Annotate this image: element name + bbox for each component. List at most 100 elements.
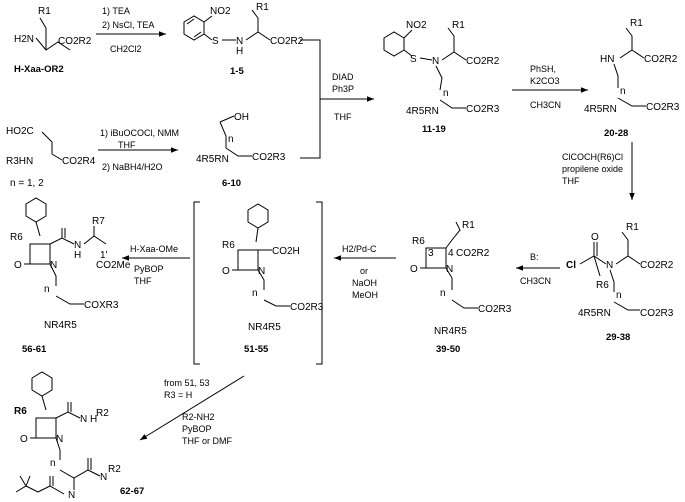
c1-no2: NO2 [210, 6, 231, 17]
co2r4-label: CO2R4 [62, 156, 96, 167]
c39-r6: R6 [412, 236, 425, 247]
c62-boc-nh: N [68, 490, 75, 501]
c29-n-sub: n [616, 290, 622, 301]
deprotect-cond-3: CH3CN [530, 100, 561, 110]
c11-no2: NO2 [406, 20, 427, 31]
c51-id: 51-55 [244, 344, 269, 355]
coupling2-arrow [139, 375, 245, 441]
c11-s: S [410, 54, 417, 65]
c51-nr4r5: NR4R5 [248, 322, 281, 333]
c62-nhr2a: N [80, 414, 87, 425]
coupling1-cond-2: PyBOP [134, 264, 164, 274]
c20-r4r5n: 4R5RN [584, 104, 617, 115]
c56-r7: R7 [92, 216, 105, 227]
c51-co2r3: CO2R3 [290, 302, 324, 313]
c6-co2r3: CO2R3 [252, 152, 286, 163]
c56-id: 56-61 [22, 344, 47, 355]
c20-hn: HN [600, 54, 614, 65]
bracket-right [316, 201, 323, 365]
compound-29-38: Cl O N R6 R1 CO2R2 n 4R5RN CO2R3 29-38 [566, 222, 674, 343]
coupling1-cond-3: THF [134, 276, 152, 286]
h2n-label: H2N [14, 34, 34, 45]
c56-n-sub: n [44, 284, 50, 295]
bracket-left [193, 201, 200, 365]
mitsunobu-cond-3: THF [334, 112, 352, 122]
c56-h: H [74, 250, 81, 261]
c62-o: O [20, 434, 28, 445]
amino-ester-structure: R1 H2N CO2R2 H-Xaa-OR2 [14, 6, 92, 75]
hydrolysis-cond-4: MeOH [352, 290, 378, 300]
c39-nr4r5: NR4R5 [434, 326, 467, 337]
r3hn-label: R3HN [6, 156, 33, 167]
c6-oh: OH [234, 112, 249, 123]
c62-r2b: R2 [108, 464, 121, 475]
c29-r6: R6 [596, 280, 609, 291]
c11-co2r2: CO2R2 [466, 56, 500, 67]
deprotect-cond-1: PhSH, [530, 64, 556, 74]
branch-cond-2: R3 = H [164, 390, 192, 400]
c62-n: N [56, 434, 63, 445]
mitsunobu-cond-1: DIAD [332, 72, 354, 82]
coupling2-cond-1: R2-NH2 [182, 412, 215, 422]
c11-r1: R1 [452, 20, 465, 31]
c56-r6: R6 [10, 232, 23, 243]
hydrolysis-cond-1: H2/Pd-C [342, 244, 377, 254]
coupling2-cond-3: THF or DMF [182, 436, 232, 446]
c29-cl: Cl [566, 260, 576, 271]
n-values: n = 1, 2 [10, 178, 44, 189]
amino-ester-name: H-Xaa-OR2 [14, 64, 64, 75]
compound-1-5: NO2 S N H R1 CO2R2 1-5 [183, 2, 304, 77]
ho2c-label: HO2C [6, 126, 34, 137]
compound-62-67: R6 N H R2 O N n N R2 N 62-67 [14, 371, 144, 501]
c29-id: 29-38 [606, 332, 630, 343]
c56-co2me: CO2Me [96, 260, 131, 271]
c11-n: N [432, 56, 439, 67]
c62-r2a: R2 [96, 408, 109, 419]
acylation-cond-3: THF [562, 176, 580, 186]
c29-r4r5n: 4R5RN [578, 308, 611, 319]
c1-s: S [212, 36, 219, 47]
c62-n-sub: n [50, 458, 56, 469]
c51-o: O [222, 266, 230, 277]
c29-n: N [606, 260, 613, 271]
amino-acid-structure: HO2C R3HN CO2R4 n = 1, 2 [6, 126, 96, 189]
coupling1-cond-1: H-Xaa-OMe [130, 244, 178, 254]
c20-id: 20-28 [604, 128, 628, 139]
c56-nh: N [74, 240, 81, 251]
c1-n: N [236, 36, 243, 47]
c1-h: H [236, 46, 243, 57]
compound-6-10: OH n 4R5RN CO2R3 6-10 [196, 112, 286, 189]
compound-20-28: HN R1 CO2R2 n 4R5RN CO2R3 20-28 [584, 18, 680, 139]
c39-co2r3: CO2R3 [478, 304, 512, 315]
c6-r4r5n: 4R5RN [196, 154, 229, 165]
c56-o: O [14, 260, 22, 271]
c56-coxr3: COXR3 [84, 300, 119, 311]
compound-11-19: NO2 S N R1 CO2R2 n 4R5RN CO2R3 11-19 [383, 20, 500, 135]
c62-nhr2b: N [100, 472, 107, 483]
mitsunobu-cond-2: Ph3P [332, 84, 354, 94]
c29-o: O [591, 232, 599, 243]
c39-o: O [410, 264, 418, 275]
step2-cond-1: 1) iBuOCOCl, NMM [100, 128, 179, 138]
c20-co2r2: CO2R2 [644, 54, 678, 65]
c11-id: 11-19 [422, 124, 446, 135]
c39-r1: R1 [462, 220, 475, 231]
co2r2-label: CO2R2 [58, 36, 92, 47]
c20-co2r3: CO2R3 [646, 102, 680, 113]
hydrolysis-cond-3: NaOH [352, 278, 377, 288]
compound-56-61: R6 R7 N H 1' CO2Me O N n COXR3 NR4R5 56-… [10, 197, 131, 355]
acylation-cond-2: propilene oxide [562, 164, 623, 174]
c39-pos4: 4 [448, 248, 454, 259]
c62-h: H [90, 414, 97, 425]
step1-cond-3: CH2Cl2 [110, 44, 142, 54]
c11-r4r5n: 4R5RN [406, 106, 439, 117]
c11-n-sub: n [443, 88, 449, 99]
compound-51-55: R6 CO2H O N n CO2R3 NR4R5 51-55 [193, 201, 324, 365]
c29-co2r3: CO2R3 [640, 308, 674, 319]
branch-cond-1: from 51, 53 [164, 378, 210, 388]
deprotect-cond-2: K2CO3 [530, 76, 560, 86]
c29-r1: R1 [626, 222, 639, 233]
c20-n-sub: n [620, 86, 626, 97]
c39-id: 39-50 [436, 344, 460, 355]
